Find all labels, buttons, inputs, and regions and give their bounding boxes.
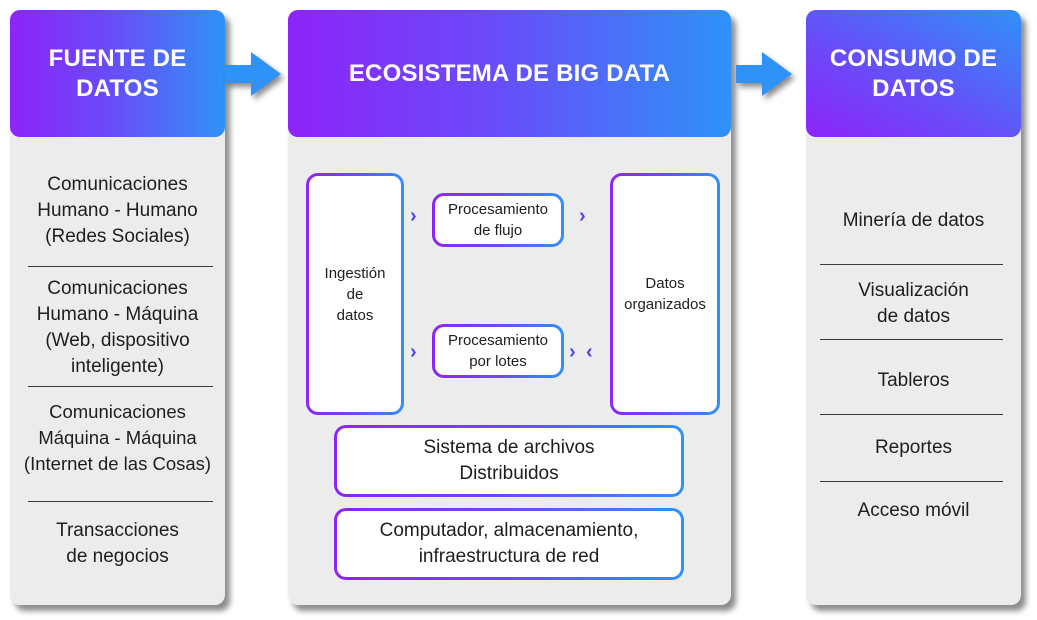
consumo-de-datos-title: CONSUMO DE DATOS: [829, 44, 998, 102]
divider: [28, 501, 213, 502]
fuente-de-datos-header: FUENTE DE DATOS: [10, 10, 225, 137]
procesamiento-por-lotes-box: Procesamiento por lotes: [432, 324, 564, 378]
procesamiento-por-lotes-label: Procesamiento por lotes: [435, 327, 561, 375]
divider: [820, 339, 1003, 340]
consumo-de-datos-panel: CONSUMO DE DATOS Minería de datos Visual…: [806, 10, 1021, 605]
fuente-item-humano-maquina: Comunicaciones Humano - Máquina (Web, di…: [36, 278, 199, 377]
datos-organizados-box: Datos organizados: [610, 173, 720, 415]
datos-organizados-label: Datos organizados: [613, 176, 717, 412]
fuente-item-humano-humano: Comunicaciones Humano - Humano (Redes So…: [37, 174, 198, 247]
divider: [820, 414, 1003, 415]
chevron-right-icon: ›: [410, 205, 417, 227]
consumo-de-datos-header: CONSUMO DE DATOS: [806, 10, 1021, 137]
divider: [820, 481, 1003, 482]
fuente-item-transacciones: Transacciones de negocios: [56, 520, 179, 567]
fuente-de-datos-title: FUENTE DE DATOS: [48, 44, 187, 102]
consumo-item-tableros: Tableros: [877, 370, 950, 391]
ecosistema-big-data-panel: ECOSISTEMA DE BIG DATA Ingestión de dato…: [288, 10, 731, 605]
consumo-item-acceso-movil: Acceso móvil: [857, 500, 970, 521]
procesamiento-de-flujo-box: Procesamiento de flujo: [432, 193, 564, 247]
ingestion-de-datos-label: Ingestión de datos: [309, 176, 401, 412]
chevron-right-icon: ›: [569, 341, 576, 363]
chevron-right-icon: ›: [410, 341, 417, 363]
ingestion-de-datos-box: Ingestión de datos: [306, 173, 404, 415]
ecosistema-title: ECOSISTEMA DE BIG DATA: [348, 59, 671, 87]
divider: [28, 386, 213, 387]
sistema-de-archivos-box: Sistema de archivos Distribuidos: [334, 425, 684, 497]
ecosistema-header: ECOSISTEMA DE BIG DATA: [288, 10, 731, 137]
arrow-right-icon: [225, 52, 281, 96]
consumo-item-reportes: Reportes: [874, 437, 953, 458]
infraestructura-label: Computador, almacenamiento, infraestruct…: [337, 511, 681, 577]
procesamiento-de-flujo-label: Procesamiento de flujo: [435, 196, 561, 244]
consumo-item-mineria: Minería de datos: [842, 210, 985, 231]
consumo-item-visualizacion: Visualización de datos: [858, 280, 969, 327]
sistema-de-archivos-label: Sistema de archivos Distribuidos: [337, 428, 681, 494]
chevron-left-icon: ‹: [586, 341, 593, 363]
fuente-item-maquina-maquina: Comunicaciones Máquina - Máquina (Intern…: [23, 401, 212, 474]
divider: [820, 264, 1003, 265]
fuente-de-datos-panel: FUENTE DE DATOS Comunicaciones Humano - …: [10, 10, 225, 605]
chevron-right-icon: ›: [579, 205, 586, 227]
divider: [28, 266, 213, 267]
arrow-right-icon: [736, 52, 792, 96]
infraestructura-box: Computador, almacenamiento, infraestruct…: [334, 508, 684, 580]
